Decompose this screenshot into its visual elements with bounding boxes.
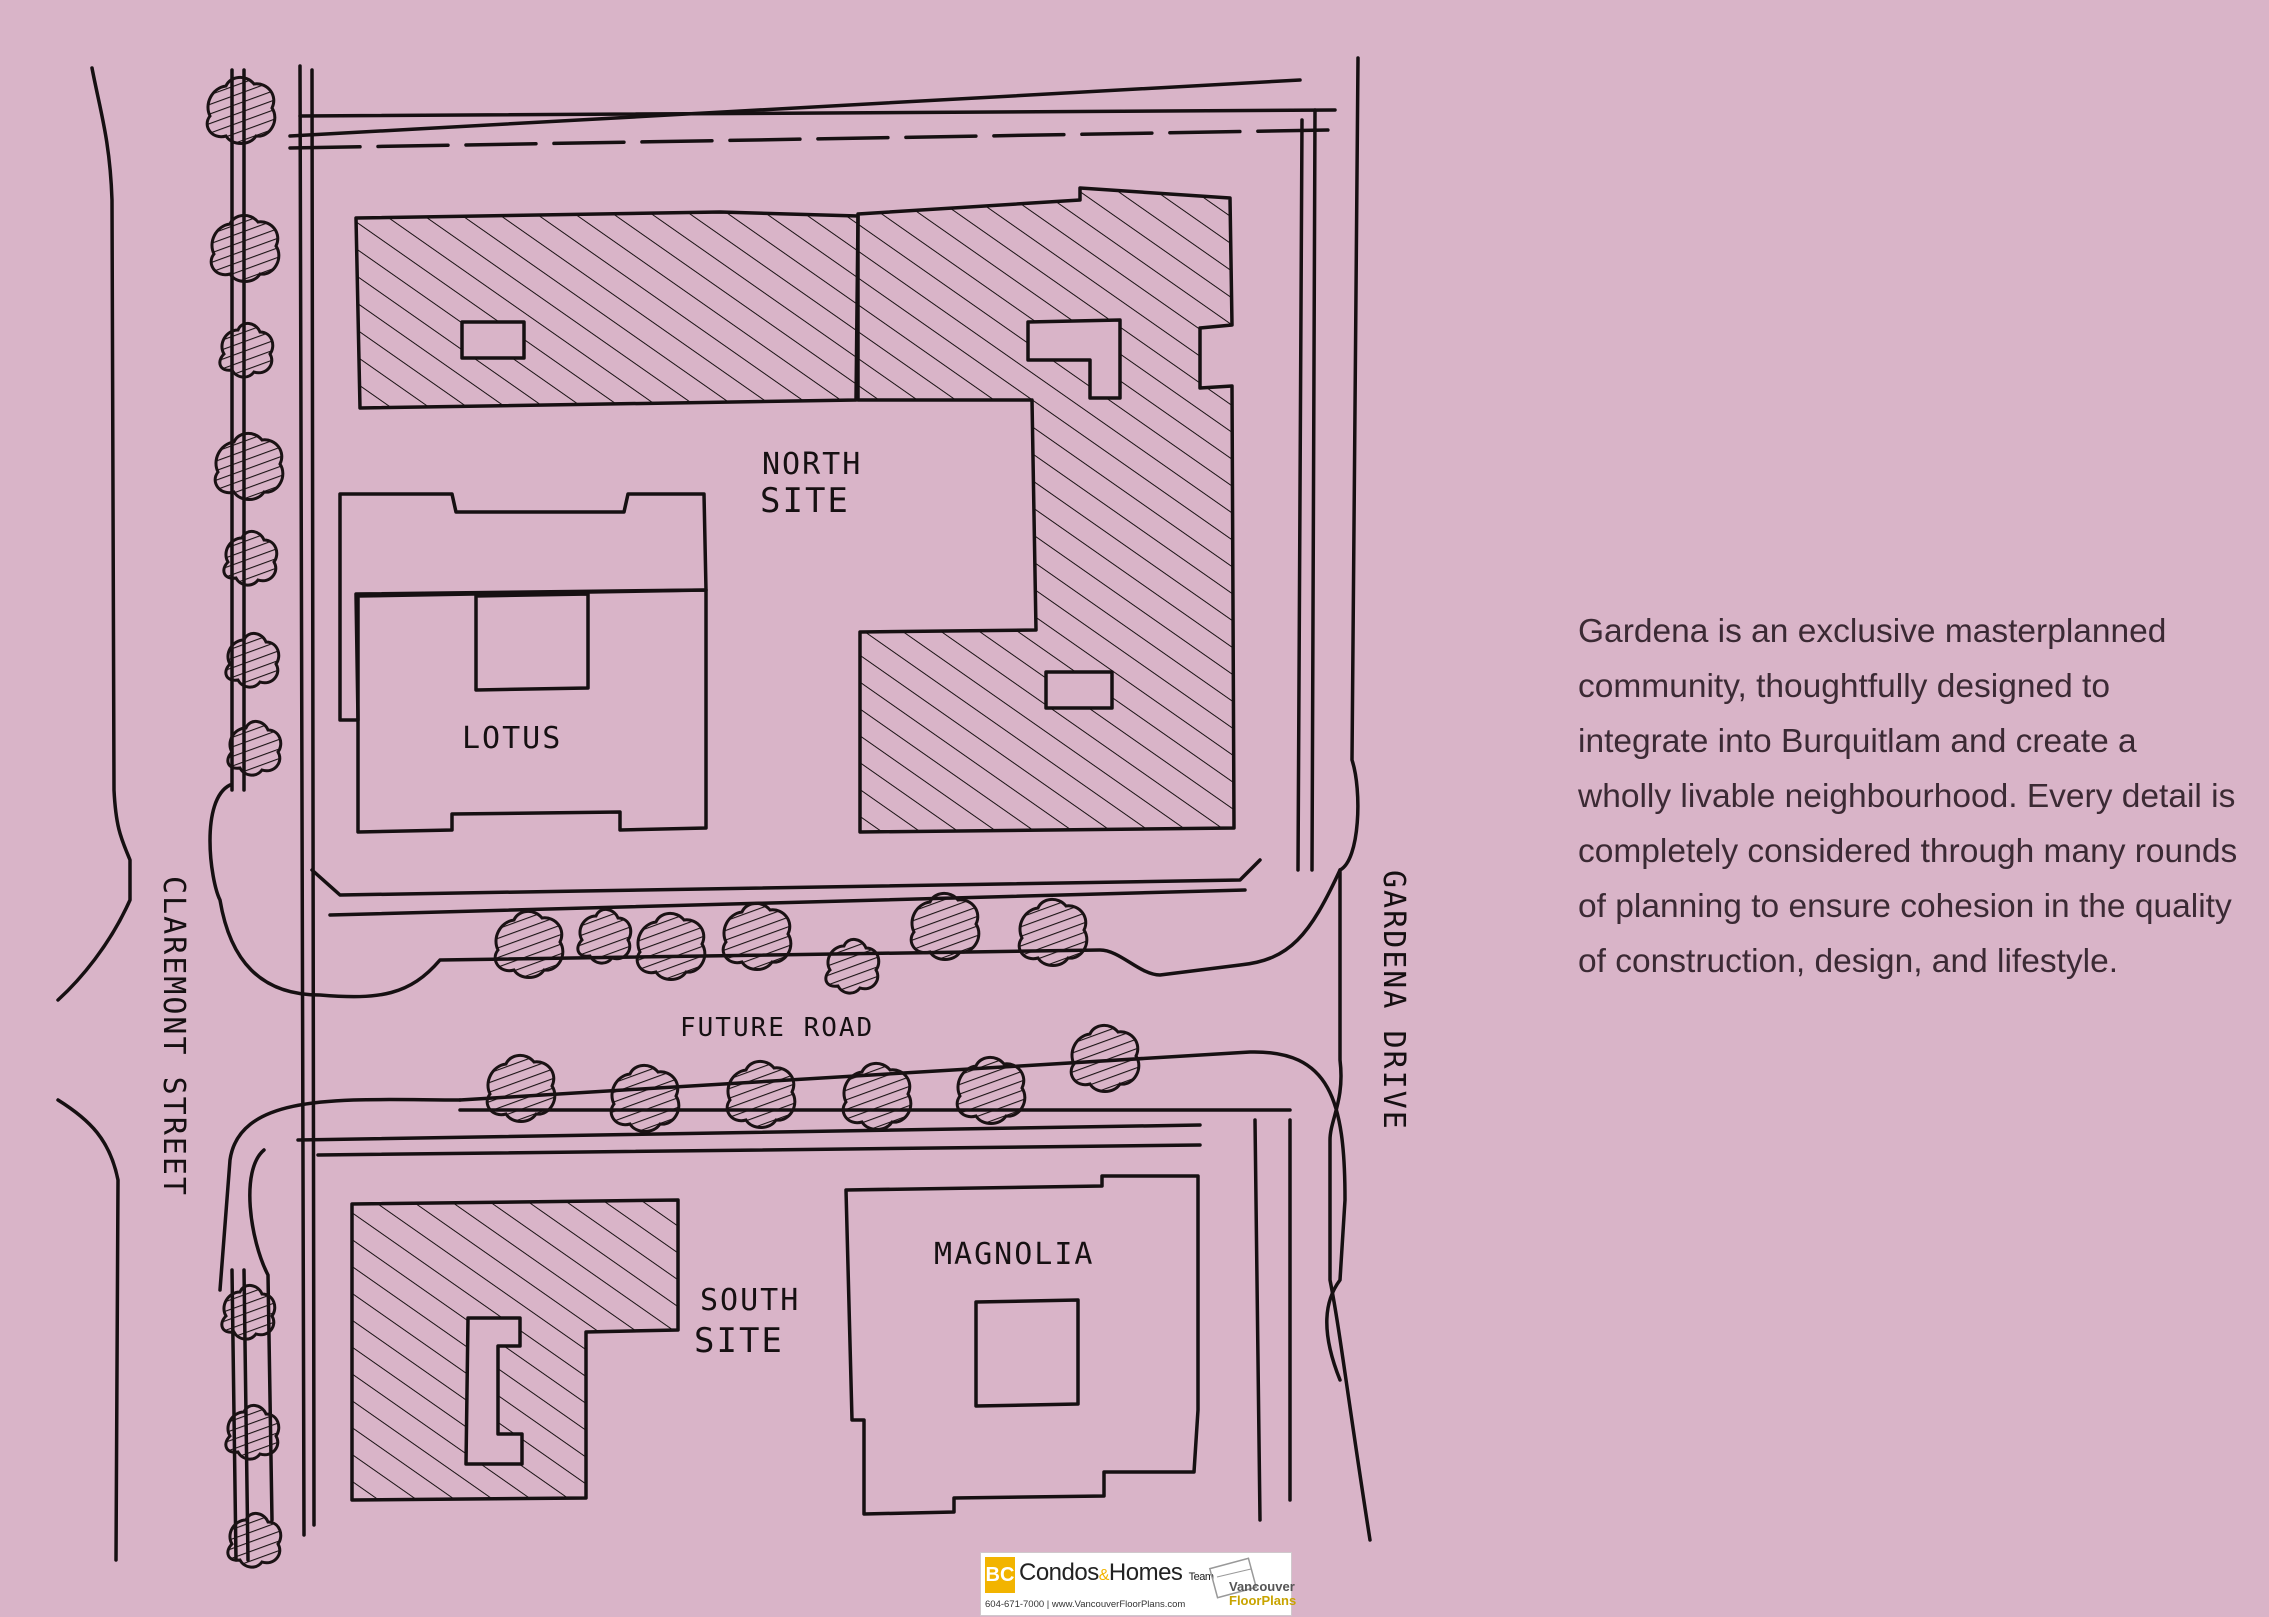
- north-site-building-east: [856, 186, 1236, 834]
- vfp-text-1: Vancouver: [1229, 1579, 1295, 1594]
- tree-icon: [824, 937, 881, 995]
- south-site-label: SOUTH: [700, 1283, 800, 1318]
- gardena-drive-line-1: [1328, 56, 1372, 1542]
- brand-name-part-2: Homes: [1108, 1559, 1183, 1586]
- south-site-courtyard: [464, 1316, 524, 1466]
- south-site-inner-boundary-2: [316, 1143, 1202, 1157]
- north-site-inner-boundary: [310, 858, 1262, 897]
- contact-info: 604-671-7000 | www.VancouverFloorPlans.c…: [985, 1599, 1186, 1610]
- tree-icon: [485, 1053, 557, 1123]
- north-boundary-2: [288, 128, 1332, 150]
- north-site-building-west: [354, 210, 860, 410]
- bc-logo-mark: BC: [985, 1557, 1015, 1593]
- future-road-label: FUTURE ROAD: [680, 1013, 874, 1043]
- tree-icon: [609, 1063, 681, 1133]
- lotus-courtyard: [474, 592, 590, 692]
- gardena-drive-line-2: [1310, 108, 1317, 872]
- tree-icon: [224, 631, 281, 689]
- west-tree-row-south: [220, 1283, 283, 1569]
- brand-team: Team: [1188, 1571, 1214, 1583]
- north-site-courtyard-2: [1026, 318, 1122, 400]
- tree-icon: [725, 1059, 797, 1129]
- gardena-drive-label: GARDENA DRIVE: [1376, 870, 1411, 1131]
- south-site-building: [350, 1198, 680, 1502]
- lotus-label: LOTUS: [462, 721, 562, 756]
- vancouver-floorplans-logo: Vancouver FloorPlans: [1207, 1557, 1296, 1611]
- north-site-label-2: SITE: [760, 481, 850, 521]
- future-road-north-curb: [208, 783, 1342, 999]
- north-boundary: [298, 108, 1337, 118]
- magnolia-label: MAGNOLIA: [934, 1237, 1095, 1272]
- west-property-line: [298, 64, 306, 1537]
- tree-icon: [955, 1055, 1027, 1125]
- gardena-drive-line-3: [1296, 118, 1304, 872]
- tree-icon: [226, 719, 283, 777]
- claremont-street-label: CLAREMONT STREET: [156, 876, 191, 1197]
- description-text: Gardena is an exclusive masterplanned co…: [1578, 613, 2238, 980]
- south-site-label-2: SITE: [694, 1321, 784, 1361]
- tree-icon: [576, 907, 633, 965]
- lotus-building: [338, 492, 708, 722]
- tree-icon: [721, 901, 793, 971]
- tree-icon: [841, 1061, 913, 1131]
- magnolia-courtyard: [974, 1298, 1080, 1408]
- tree-icon: [1017, 897, 1089, 967]
- tree-icon: [213, 431, 285, 501]
- north-site-courtyard-3: [1044, 670, 1114, 710]
- south-curb-turn: [248, 1148, 274, 1522]
- tree-icon: [209, 213, 281, 283]
- west-property-line-2: [310, 68, 316, 1527]
- future-road-south-curb: [218, 1097, 462, 1292]
- bc-condos-homes-logo[interactable]: BC Condos&Homes Team 604-671-7000 | www.…: [980, 1552, 1296, 1616]
- brand-name-part-1: Condos: [1019, 1559, 1099, 1586]
- south-site-inner-boundary: [296, 1123, 1202, 1142]
- tree-icon: [635, 911, 707, 981]
- lotus-building-main: [356, 588, 708, 834]
- north-site-label: NORTH: [762, 447, 862, 482]
- brand-name: Condos&Homes Team: [1019, 1559, 1214, 1587]
- magnolia-building: [844, 1174, 1200, 1516]
- vfp-text-2: FloorPlans: [1229, 1593, 1297, 1608]
- north-boundary-3: [288, 78, 1302, 138]
- future-road-south-curb-2: [458, 1050, 1347, 1382]
- tree-icon: [205, 75, 277, 145]
- gardena-drive-line-5: [1253, 1118, 1262, 1522]
- brand-ampersand: &: [1098, 1567, 1110, 1584]
- tree-icon: [1069, 1023, 1141, 1093]
- claremont-street-curb-upper: [56, 66, 132, 1002]
- site-plan-map: NORTH SITE LOTUS FUTURE ROAD SOUTH SITE …: [56, 56, 1411, 1569]
- tree-icon: [909, 891, 981, 961]
- north-site-inner-boundary-2: [328, 888, 1247, 917]
- tree-icon: [218, 321, 275, 379]
- floorplan-icon: [1208, 1557, 1258, 1599]
- tree-icon: [220, 1283, 277, 1341]
- tree-icon: [493, 909, 565, 979]
- north-site-courtyard-1: [460, 320, 526, 360]
- claremont-street-curb-lower: [56, 1098, 120, 1562]
